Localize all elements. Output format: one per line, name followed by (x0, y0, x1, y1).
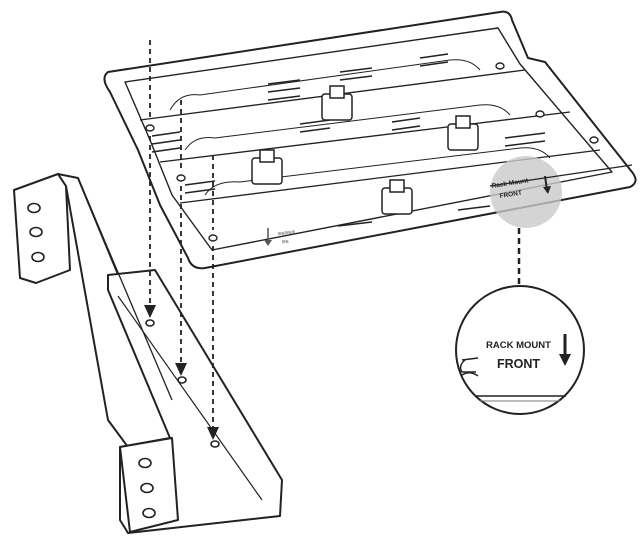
callout-magnifier: RACK MOUNT FRONT (455, 285, 585, 415)
callout-label-front: FRONT (497, 357, 540, 371)
bracket-holes (27, 202, 220, 519)
callout-label-rack-mount: RACK MOUNT (486, 340, 551, 351)
mounting-plate (103, 10, 637, 270)
rack-bracket (13, 173, 283, 534)
plate-marking-line2: FRONT (499, 190, 522, 200)
screw-arrowheads (144, 305, 219, 440)
plate-slots (151, 53, 546, 227)
svg-text:≡≡: ≡≡ (281, 239, 289, 246)
plate-holes (145, 62, 599, 242)
plate-marking-highlight: Rack Mount FRONT (489, 156, 633, 228)
plate-arrow-marking: ≡≡≡≡≡ ≡≡ (264, 228, 296, 246)
svg-text:≡≡≡≡≡: ≡≡≡≡≡ (277, 230, 296, 238)
plate-tabs (251, 85, 479, 215)
down-arrow-icon (559, 334, 571, 366)
screw-guide-lines (149, 40, 214, 432)
